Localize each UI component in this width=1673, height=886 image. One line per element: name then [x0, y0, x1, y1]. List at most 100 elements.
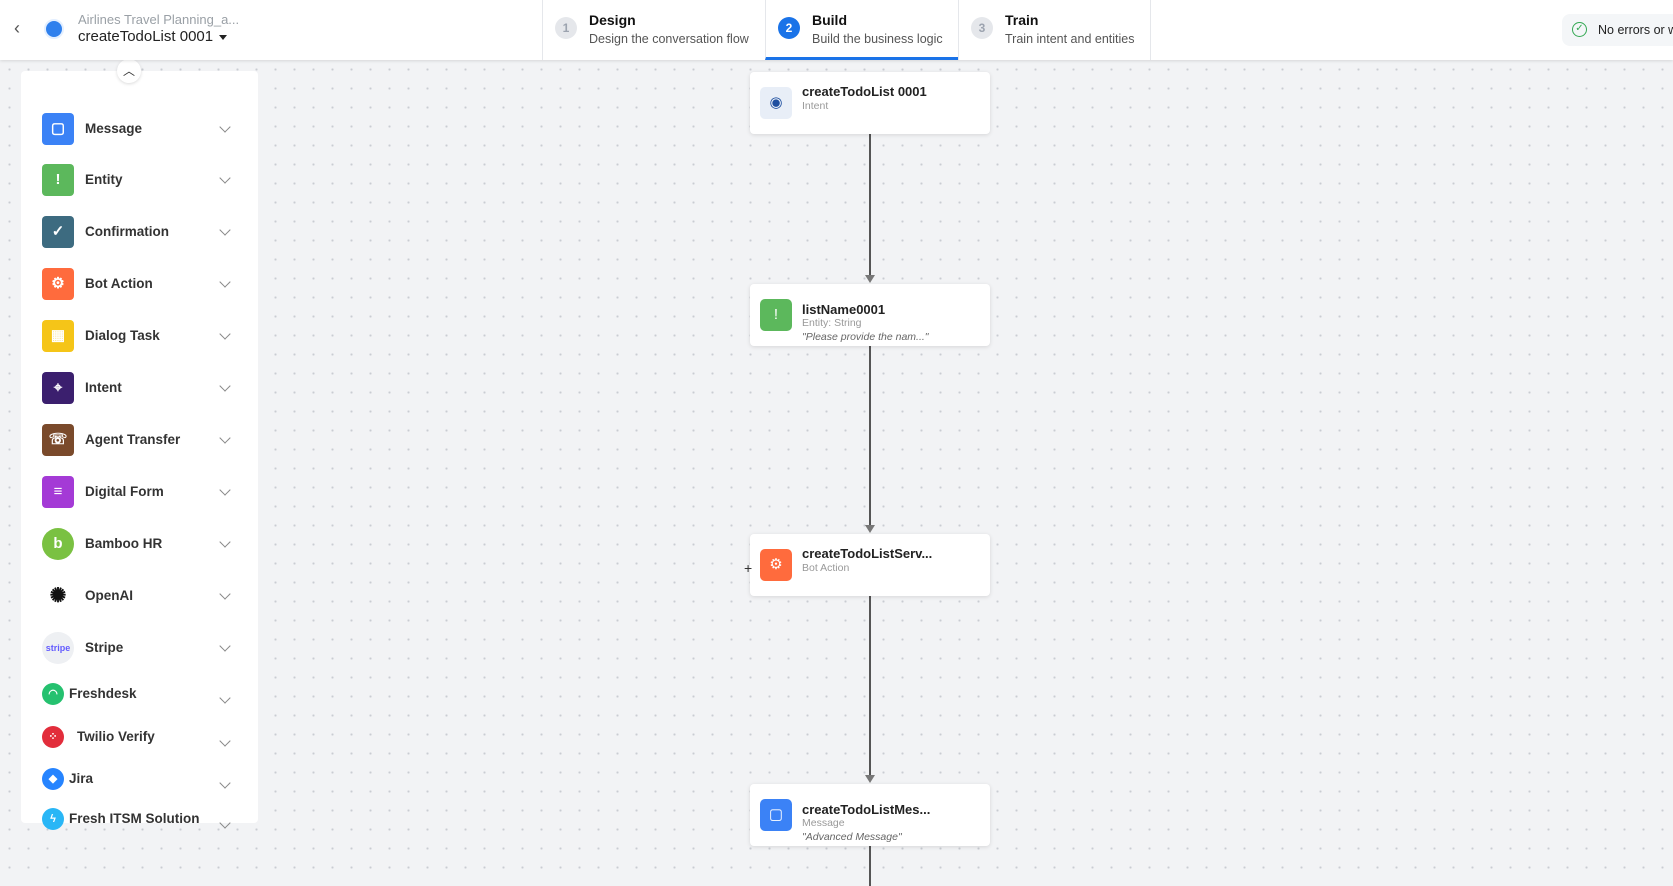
palette-item-label: OpenAI	[85, 588, 134, 603]
openai-icon: ✺	[42, 580, 74, 612]
chevron-down-icon[interactable]	[219, 380, 231, 392]
chevron-down-icon[interactable]	[219, 172, 231, 184]
palette-item-label: Stripe	[85, 640, 124, 655]
step-number: 1	[555, 17, 577, 39]
connector-line	[869, 596, 871, 776]
tab-train[interactable]: 3 Train Train intent and entities	[958, 0, 1150, 60]
flow-node[interactable]: ⚙ createTodoListServ... Bot Action	[750, 534, 990, 596]
flow-canvas[interactable]	[0, 60, 1673, 878]
bot-action-icon: ⚙	[760, 549, 792, 581]
twilio-icon: ⁘	[42, 726, 64, 748]
palette-item-label: Dialog Task	[85, 328, 160, 343]
step-number: 2	[778, 17, 800, 39]
bot-action-icon: ⚙	[42, 268, 74, 300]
node-prompt: "Advanced Message"	[802, 831, 902, 843]
palette-item-jira[interactable]: ◆ Jira	[21, 757, 258, 801]
chevron-down-icon[interactable]	[219, 588, 231, 600]
palette-item-label: Twilio Verify	[77, 729, 155, 744]
flow-node[interactable]: ▢ createTodoListMes... Message "Advanced…	[750, 784, 990, 846]
chevron-down-icon[interactable]	[219, 692, 231, 704]
chevron-down-icon[interactable]	[219, 536, 231, 548]
intent-icon: ⌖	[42, 372, 74, 404]
palette-item-label: Message	[85, 121, 143, 136]
palette-item-label: Confirmation	[85, 224, 169, 239]
step-number: 3	[971, 17, 993, 39]
chevron-down-icon[interactable]	[219, 817, 231, 829]
palette-item-digital-form[interactable]: ≡ Digital Form	[21, 470, 258, 514]
palette-item-intent[interactable]: ⌖ Intent	[21, 366, 258, 410]
palette-item-label: Intent	[85, 380, 122, 395]
palette-item-fresh-itsm-solution[interactable]: ϟ Fresh ITSM Solution	[21, 797, 258, 841]
node-title: createTodoListMes...	[802, 802, 931, 817]
arrow-down-icon	[865, 275, 875, 283]
palette-item-message[interactable]: ▢ Message	[21, 107, 258, 151]
connector-line	[869, 846, 871, 886]
entity-icon: !	[42, 164, 74, 196]
entity-icon: !	[760, 299, 792, 331]
message-icon: ▢	[760, 799, 792, 831]
collapse-chevron-up-icon[interactable]: ︿	[117, 59, 141, 83]
palette-item-freshdesk[interactable]: ◠ Freshdesk	[21, 672, 258, 716]
palette-item-entity[interactable]: ! Entity	[21, 158, 258, 202]
arrow-down-icon	[865, 525, 875, 533]
connector-line	[869, 134, 871, 276]
tab-subtitle: Build the business logic	[812, 32, 943, 46]
add-node-icon[interactable]: +	[744, 560, 753, 576]
chevron-down-icon[interactable]	[219, 432, 231, 444]
app-title: Airlines Travel Planning_a...	[78, 12, 240, 27]
flow-node[interactable]: ◉ createTodoList 0001 Intent	[750, 72, 990, 134]
chevron-down-icon[interactable]	[219, 224, 231, 236]
tab-title: Design	[589, 12, 636, 28]
status-text: No errors or warnings	[1598, 23, 1673, 37]
agent-transfer-icon: ☏	[42, 424, 74, 456]
palette-item-twilio-verify[interactable]: ⁘ Twilio Verify	[21, 715, 258, 759]
palette-item-label: Bot Action	[85, 276, 153, 291]
chevron-down-icon[interactable]	[219, 276, 231, 288]
tab-subtitle: Train intent and entities	[1005, 32, 1135, 46]
palette-item-bot-action[interactable]: ⚙ Bot Action	[21, 262, 258, 306]
header: ‹ Airlines Travel Planning_a... createTo…	[0, 0, 1673, 60]
flow-name: createTodoList 0001	[78, 28, 214, 45]
app-icon	[44, 19, 64, 39]
chevron-down-icon[interactable]	[219, 777, 231, 789]
palette-item-label: Jira	[69, 771, 94, 786]
palette-item-bamboo-hr[interactable]: b Bamboo HR	[21, 522, 258, 566]
chevron-down-icon[interactable]	[219, 735, 231, 747]
node-palette: ︿ ▢ Message ! Entity ✓ Confirmation ⚙ Bo…	[21, 59, 258, 830]
tab-divider	[1150, 0, 1151, 60]
palette-item-dialog-task[interactable]: ▦ Dialog Task	[21, 314, 258, 358]
digital-form-icon: ≡	[42, 476, 74, 508]
connector-line	[869, 346, 871, 526]
intent-globe-icon: ◉	[760, 87, 792, 119]
chevron-down-icon[interactable]	[219, 121, 231, 133]
chevron-down-icon[interactable]	[219, 640, 231, 652]
palette-item-agent-transfer[interactable]: ☏ Agent Transfer	[21, 418, 258, 462]
node-title: listName0001	[802, 302, 886, 317]
confirmation-icon: ✓	[42, 216, 74, 248]
caret-down-icon	[219, 34, 228, 40]
back-icon[interactable]: ‹	[14, 18, 20, 38]
flow-node[interactable]: ! listName0001 Entity: String "Please pr…	[750, 284, 990, 346]
palette-item-label: Bamboo HR	[85, 536, 163, 551]
freshdesk-icon: ◠	[42, 683, 64, 705]
tab-design[interactable]: 1 Design Design the conversation flow	[542, 0, 765, 60]
tab-build[interactable]: 2 Build Build the business logic	[765, 0, 958, 60]
palette-item-label: Fresh ITSM Solution	[69, 811, 200, 826]
node-prompt: "Please provide the nam..."	[802, 331, 929, 343]
node-type: Entity: String	[802, 317, 862, 329]
node-type: Intent	[802, 100, 829, 112]
chevron-down-icon[interactable]	[219, 484, 231, 496]
flow-name-dropdown[interactable]: createTodoList 0001	[78, 28, 228, 45]
message-icon: ▢	[42, 113, 74, 145]
node-title: createTodoListServ...	[802, 546, 933, 561]
chevron-down-icon[interactable]	[219, 328, 231, 340]
palette-item-label: Entity	[85, 172, 123, 187]
palette-item-confirmation[interactable]: ✓ Confirmation	[21, 210, 258, 254]
jira-icon: ◆	[42, 768, 64, 790]
status-badge[interactable]: ✓No errors or warnings	[1562, 14, 1673, 46]
palette-item-stripe[interactable]: stripe Stripe	[21, 626, 258, 670]
tab-subtitle: Design the conversation flow	[589, 32, 749, 46]
tab-title: Train	[1005, 12, 1039, 28]
palette-item-openai[interactable]: ✺ OpenAI	[21, 574, 258, 618]
dialog-task-icon: ▦	[42, 320, 74, 352]
